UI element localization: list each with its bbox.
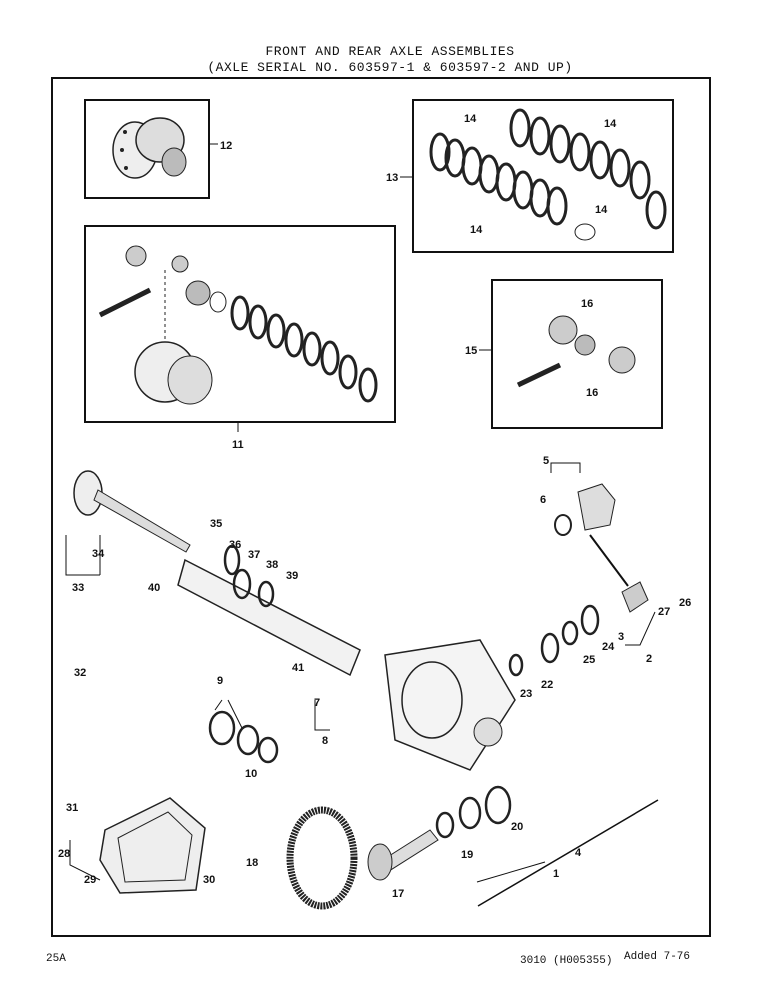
callout-11: 11	[232, 439, 244, 451]
callout-31: 31	[66, 802, 78, 814]
callout-7: 7	[314, 697, 320, 709]
callout-18: 18	[246, 857, 258, 869]
outer-frame	[51, 77, 711, 937]
title-line-1: FRONT AND REAR AXLE ASSEMBLIES	[265, 44, 515, 59]
callout-26: 26	[679, 597, 691, 609]
companion-flange	[554, 483, 649, 613]
callout-28: 28	[58, 848, 70, 860]
callout-20: 20	[511, 821, 523, 833]
part-code: 3010 (H005355)	[520, 955, 613, 967]
added-date: Added 7-76	[624, 951, 691, 963]
pinion-bearings	[208, 544, 600, 839]
callout-33: 33	[72, 582, 84, 594]
callout-29: 29	[84, 874, 96, 886]
bracket-lines	[65, 462, 656, 881]
callout-8: 8	[322, 735, 328, 747]
callout-1: 1	[553, 868, 559, 880]
differential-cover	[99, 797, 206, 894]
callout-labels: 12 13 14 14 14 14 11 15 16 16 5 6 35 36 …	[58, 113, 691, 900]
callout-36: 36	[229, 539, 241, 551]
reference-line-4	[477, 799, 659, 907]
callout-34: 34	[92, 548, 105, 560]
callout-5: 5	[543, 455, 549, 467]
callout-32: 32	[74, 667, 86, 679]
callout-12: 12	[220, 140, 232, 152]
callout-16a: 16	[581, 298, 593, 310]
callout-25: 25	[583, 654, 595, 666]
callout-37: 37	[248, 549, 260, 561]
callout-24: 24	[602, 641, 615, 653]
callout-19: 19	[461, 849, 473, 861]
callout-2: 2	[646, 653, 652, 665]
callout-14d: 14	[470, 224, 483, 236]
callout-41: 41	[292, 662, 304, 674]
callout-17: 17	[392, 888, 404, 900]
axle-shaft	[73, 470, 191, 553]
callout-23: 23	[520, 688, 532, 700]
axle-housing	[177, 558, 516, 771]
callout-4: 4	[575, 847, 582, 859]
callout-16b: 16	[586, 387, 598, 399]
title-line-2: (AXLE SERIAL NO. 603597-1 & 603597-2 AND…	[207, 60, 573, 75]
callout-14b: 14	[604, 118, 617, 130]
inset-box-11	[84, 225, 396, 432]
reference-line-1	[476, 861, 546, 883]
page-number: 25A	[46, 953, 66, 965]
callout-15: 15	[465, 345, 477, 357]
inset-box-15	[479, 279, 663, 429]
callout-39: 39	[286, 570, 298, 582]
callout-9: 9	[217, 675, 223, 687]
inset-box-13	[400, 99, 674, 253]
callout-10: 10	[245, 768, 257, 780]
callout-38: 38	[266, 559, 278, 571]
callout-13: 13	[386, 172, 398, 184]
inset-box-12	[84, 99, 218, 199]
callout-6: 6	[540, 494, 546, 506]
callout-40: 40	[148, 582, 160, 594]
callout-14c: 14	[595, 204, 608, 216]
callout-30: 30	[203, 874, 215, 886]
callout-14a: 14	[464, 113, 477, 125]
ring-gear-pinion	[286, 806, 439, 910]
callout-27: 27	[658, 606, 670, 618]
callout-3: 3	[618, 631, 624, 643]
callout-22: 22	[541, 679, 553, 691]
callout-35: 35	[210, 518, 222, 530]
